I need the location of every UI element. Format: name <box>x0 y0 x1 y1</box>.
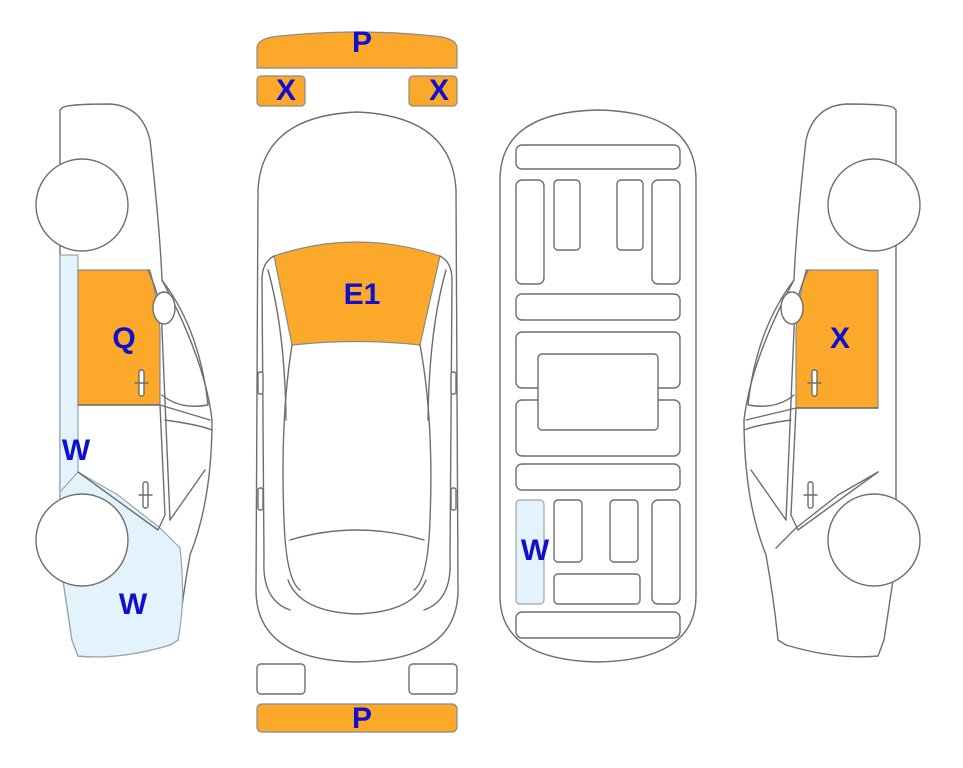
rear-bumper[interactable] <box>256 703 458 733</box>
top-view: P X X E1 P <box>255 26 459 735</box>
label-left-front-door: Q <box>112 322 135 355</box>
underbody-center-panel <box>537 353 659 431</box>
right-front-fender-line <box>775 471 879 549</box>
right-side-view: X <box>743 103 921 658</box>
right-rear-door-line <box>790 407 879 531</box>
right-mirror-top <box>450 371 457 395</box>
right-headlight[interactable] <box>408 75 458 107</box>
right-mirror <box>780 291 804 325</box>
underbody-view: W <box>499 109 697 663</box>
left-side-view: Q W W <box>35 103 213 658</box>
left-inner-line <box>282 344 301 591</box>
label-rear-bumper: P <box>352 702 372 735</box>
left-rear-handle-top <box>257 487 264 511</box>
left-mirror-top <box>257 371 264 395</box>
right-a-pillar <box>423 255 453 611</box>
label-right-front-door: X <box>830 322 850 355</box>
right-belt-line-2 <box>743 419 792 431</box>
left-rear-door-line <box>77 404 166 531</box>
right-belt-line <box>745 407 797 421</box>
label-hood: E1 <box>344 278 381 311</box>
left-rear-wheel <box>35 158 129 252</box>
left-belt-line <box>164 419 213 431</box>
right-side-curve <box>427 269 447 421</box>
left-taillight <box>256 663 306 695</box>
left-sill-line <box>169 469 206 521</box>
right-sill-line <box>750 469 787 521</box>
right-inner-line <box>413 344 432 591</box>
underbody-rear-bar <box>515 611 681 639</box>
left-headlight[interactable] <box>256 75 306 107</box>
left-a-pillar <box>261 255 291 611</box>
left-front-wheel <box>35 493 129 587</box>
label-right-headlight: X <box>429 74 449 107</box>
floor-panel[interactable] <box>515 499 545 605</box>
label-left-headlight: X <box>276 74 296 107</box>
label-left-rocker-panel: W <box>62 434 91 467</box>
underbody-front-bar <box>515 144 681 170</box>
right-rear-wheel <box>827 158 921 252</box>
roof-rear-line <box>289 529 425 541</box>
left-mirror-line <box>159 404 211 421</box>
front-bumper[interactable] <box>256 31 458 69</box>
right-taillight <box>408 663 458 695</box>
left-window-frame <box>161 279 209 407</box>
right-rear-handle-top <box>450 487 457 511</box>
right-front-wheel <box>827 493 921 587</box>
trunk-line <box>287 579 427 615</box>
left-mirror <box>152 291 176 325</box>
label-floor-panel: W <box>521 534 550 567</box>
right-window-frame <box>747 279 795 407</box>
label-front-bumper: P <box>352 26 372 59</box>
label-left-front-fender: W <box>119 588 148 621</box>
left-side-curve <box>267 269 287 421</box>
